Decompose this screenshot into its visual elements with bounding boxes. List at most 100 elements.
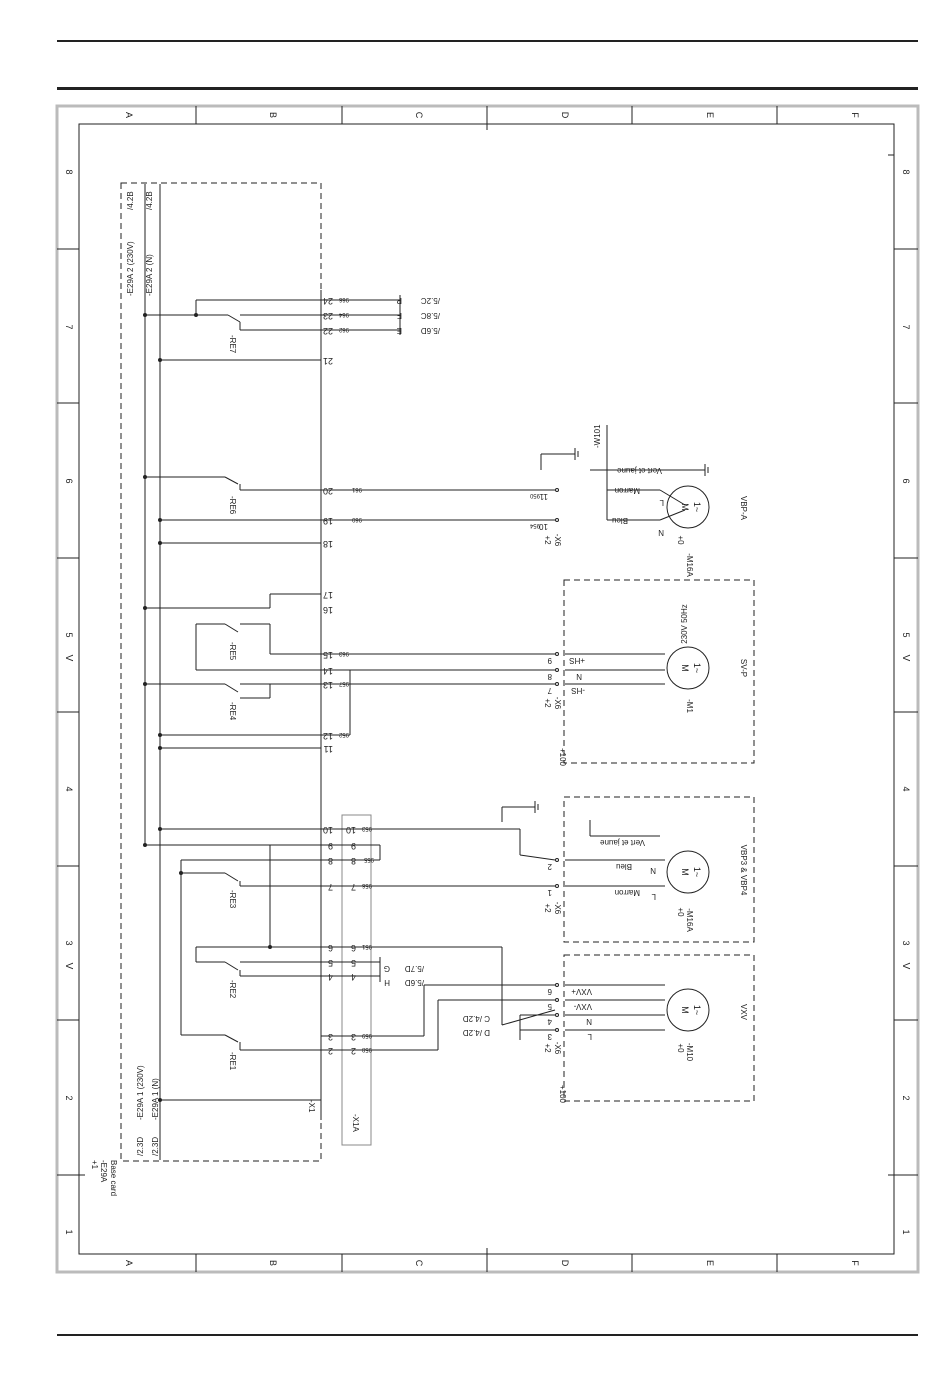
pin-label: 10 xyxy=(539,522,548,531)
connector-ref: +2 xyxy=(543,535,552,545)
col-label: E xyxy=(705,112,715,118)
wire-number: 961 xyxy=(351,486,362,492)
ref-target: /5.8C xyxy=(421,311,440,320)
relay-label-re4: -RE4 xyxy=(228,702,237,721)
inner-frame xyxy=(78,123,895,1255)
vxv-refs: C /4.2D D /4.2D xyxy=(463,1014,490,1037)
header-rule-top xyxy=(57,40,918,42)
x1a-box xyxy=(341,814,372,1146)
signal-label: N xyxy=(586,1017,592,1026)
terminal-number: 11 xyxy=(324,744,333,754)
ref-code: H xyxy=(384,978,390,987)
terminal-number: 18 xyxy=(323,539,333,549)
col-label: D xyxy=(560,1260,570,1267)
col-label: C xyxy=(414,1260,424,1267)
base-card-box xyxy=(120,182,322,1162)
terminal-number: 8 xyxy=(351,856,356,866)
row-label: 5 xyxy=(901,632,911,637)
row-label: 6 xyxy=(901,478,911,483)
terminal-number: 8 xyxy=(328,856,333,866)
x1a-label: -X1A xyxy=(351,1114,360,1132)
re3-circuit xyxy=(145,801,665,1035)
motor-phase: 1~ xyxy=(692,502,702,512)
terminal-number: 16 xyxy=(323,605,333,615)
pin-label: 11 xyxy=(539,492,548,501)
re2-refs: G /5.7D H /5.6D xyxy=(384,964,424,987)
header-rule-bottom xyxy=(57,87,918,90)
motor-phase: 1~ xyxy=(692,1005,702,1015)
signal-label: +HS xyxy=(569,656,585,665)
terminal-number: 4 xyxy=(328,972,333,982)
footer-rule xyxy=(57,1334,918,1336)
column-labels-bottom: A B C D E F xyxy=(124,1260,860,1267)
terminal-number: 7 xyxy=(328,882,333,892)
terminal-number: 12 xyxy=(323,731,333,741)
device-name: VBP-A xyxy=(739,496,748,521)
ref-target: /5.6D xyxy=(421,326,440,335)
vxv-labels: VXV -M10 +0 -X6 +2 +100 6 5 4 3 VXV+ VXV… xyxy=(543,987,748,1104)
wire-number: 964 xyxy=(338,311,349,317)
wire-number: 953 xyxy=(361,825,372,831)
terminal-number: 23 xyxy=(323,311,333,321)
terminal-number: 21 xyxy=(323,356,333,366)
terminal-number: 17 xyxy=(323,590,333,600)
ref-code: E xyxy=(397,326,402,335)
terminal-number: 22 xyxy=(323,326,333,336)
motor-vxv xyxy=(666,988,710,1032)
relay-label-re7: -RE7 xyxy=(228,335,237,354)
card-ref: +1 xyxy=(90,1160,99,1170)
terminal-number: 9 xyxy=(351,841,356,851)
wire-number: 959 xyxy=(361,1032,372,1038)
col-label: D xyxy=(560,112,570,119)
row-label: 5 xyxy=(64,632,74,637)
ref-code: G xyxy=(384,964,390,973)
row-label: 8 xyxy=(901,169,911,174)
device-name: SV-P xyxy=(739,659,748,677)
terminal-number: 6 xyxy=(351,943,356,953)
motor-vxv-symbol: M 1~ xyxy=(680,1005,702,1015)
x1a-terminal-labels: 10 9 8 7 6 5 4 3 2 xyxy=(346,825,356,1056)
row-label: 6 xyxy=(64,478,74,483)
bus-bottom-labels: /2.3D -E29A 1 (230V) /2.3D -E29A 1 (N) xyxy=(136,1065,160,1156)
terminal-number: 20 xyxy=(323,486,333,496)
terminal-number: 10 xyxy=(323,825,333,835)
wire-number: 956 xyxy=(361,882,372,888)
terminal-number: 5 xyxy=(328,958,333,968)
line-label: L xyxy=(659,498,664,507)
connector-ref: +2 xyxy=(543,903,552,913)
connector-ref: +2 xyxy=(543,1043,552,1053)
terminal-number: 15 xyxy=(323,650,333,660)
wire-number: 952 xyxy=(338,731,349,737)
ref-target: /4.2D xyxy=(463,1014,482,1023)
pin-label: 7 xyxy=(547,686,552,695)
signal-label: N xyxy=(576,672,582,681)
ref-code: C xyxy=(484,1014,490,1023)
motor-letter: M xyxy=(680,1006,690,1014)
sv-p-box xyxy=(563,579,755,764)
row-label: 4 xyxy=(901,786,911,791)
terminal-number: 10 xyxy=(346,825,356,835)
re7-circuit xyxy=(145,295,401,361)
wire-label: Bleu xyxy=(616,862,632,871)
terminal-number: 2 xyxy=(351,1046,356,1056)
sv-p-labels: SV-P 230V 50Hz -M1 -X6 +2 +100 9 8 7 +HS… xyxy=(543,604,748,766)
motor-letter: M xyxy=(680,868,690,876)
row-label: 8 xyxy=(64,169,74,174)
relay-label-re5: -RE5 xyxy=(228,642,237,661)
motor-letter: M xyxy=(680,503,690,511)
bus-net-label: -E29A 1 (N) xyxy=(151,1078,160,1120)
pin-label: 3 xyxy=(547,1032,552,1041)
row-marker: V xyxy=(63,655,74,662)
wire-label: Marron xyxy=(615,486,640,495)
re7-refs: P /5.2C F /5.8C E /5.6D xyxy=(397,296,440,335)
row-label: 1 xyxy=(64,1229,74,1234)
column-ticks xyxy=(195,106,778,1272)
ref-target: /5.7D xyxy=(405,964,424,973)
motor-vbp3-symbol: M 1~ xyxy=(680,867,702,877)
bus-net-label: -E29A 1 (230V) xyxy=(136,1065,145,1120)
wire-number: 955 xyxy=(363,856,374,862)
relay-label-re2: -RE2 xyxy=(228,980,237,999)
bus-net-label: -E29A 2 (230V) xyxy=(126,241,135,296)
earth-id: -W101 xyxy=(593,424,602,448)
